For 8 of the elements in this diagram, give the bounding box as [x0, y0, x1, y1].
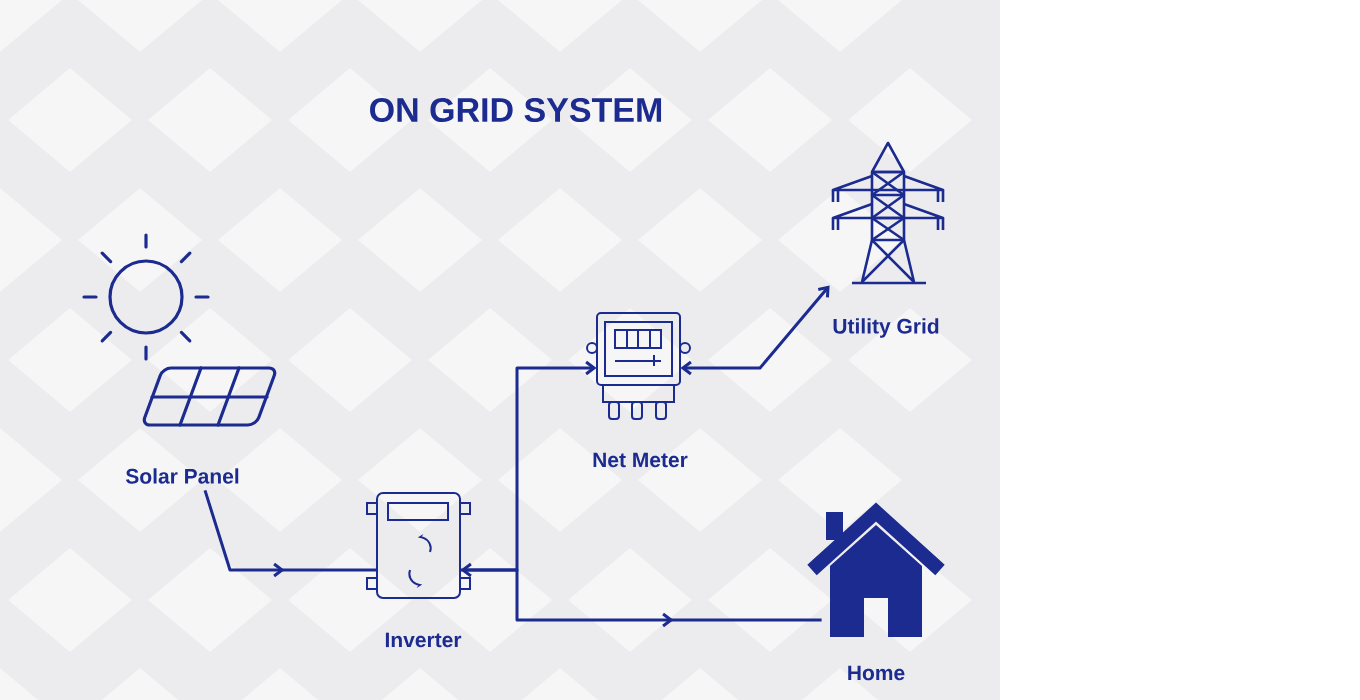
- arrow: [460, 360, 597, 578]
- title: ON GRID SYSTEM: [370, 97, 662, 123]
- device-label: Inverter: [385, 632, 462, 648]
- device-label: Net Meter: [593, 452, 688, 468]
- device-label: Solar Panel: [125, 468, 239, 484]
- device-label: Utility Grid: [833, 318, 939, 338]
- arrow: [680, 285, 830, 376]
- device-label: Home: [848, 665, 905, 681]
